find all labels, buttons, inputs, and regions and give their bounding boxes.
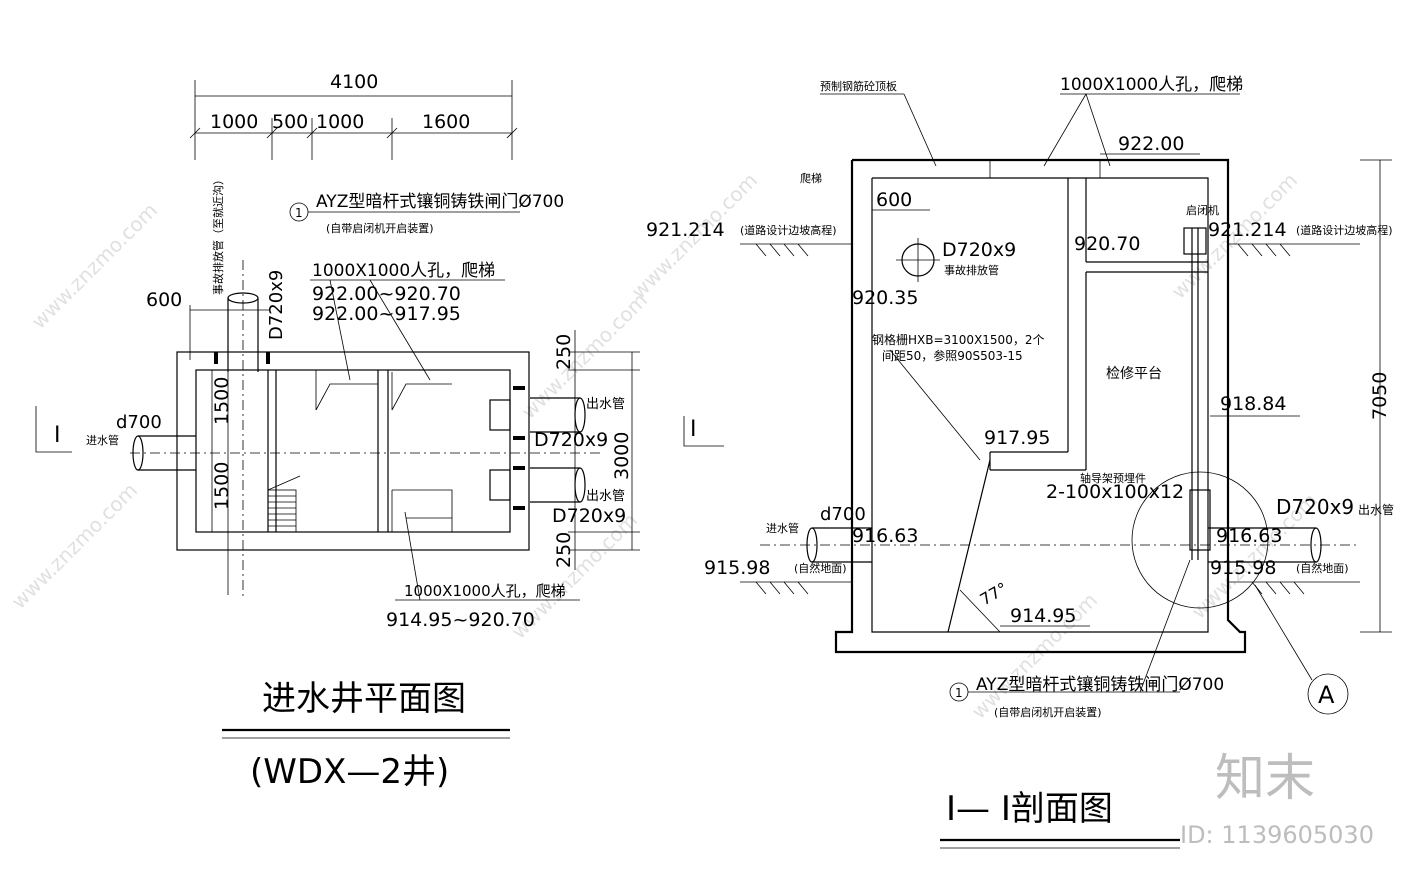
section-elev-road-l: 921.214 [646,219,725,241]
section-elev-step: 918.84 [1220,393,1286,415]
plan-dim-1500a: 1500 [211,377,233,425]
plan-manhole-top: 1000X1000人孔，爬梯 [312,261,495,281]
plan-inner-wall [195,369,511,533]
watermark-site-1: www.znzmo.com [27,198,163,334]
watermark-brand: 知末 [1215,749,1315,807]
section-platform-label: 检修平台 [1106,366,1162,382]
plan-emergency-label: 事故排放管（至就近沟） [211,174,225,295]
plan-dim-1500b: 1500 [211,462,233,510]
section-elev-bottom: 914.95 [1010,605,1076,627]
plan-dim-d700: d700 [116,412,162,433]
section-dim-7050: 7050 [1369,372,1391,420]
section-hoist-label: 启闭机 [1186,203,1219,217]
plan-gate-note: (自带启闭机开启装置) [326,221,434,235]
section-road-note-l: (道路设计边坡高程) [740,223,837,237]
section-manhole-label: 1000X1000人孔，爬梯 [1060,75,1243,95]
section-slab-label: 预制钢筋砼顶板 [820,79,897,93]
section-ladder-label: 爬梯 [800,172,822,185]
plan-callout-no: 1 [295,206,303,220]
section-outlet-label: 出水管 [1358,502,1394,517]
section-callout-no: 1 [955,686,963,700]
section-elev-ground-l: 915.98 [704,557,770,579]
plan-d720-a: D720x9 [534,429,608,451]
plan-subtitle: (WDX—2井) [250,752,449,792]
plan-view: 4100 1000 500 1000 1600 d700 进水管 事故排放管（至… [35,71,640,792]
section-elev-grate: 917.95 [984,427,1050,449]
section-road-note-r: (道路设计边坡高程) [1296,223,1393,237]
plan-inlet-label: 进水管 [86,433,119,447]
section-gate-label: AYZ型暗杆式镶铜铸铁闸门Ø700 [976,674,1224,695]
section-elev-inlet-r: 916.63 [1216,525,1282,547]
plan-dim-seg4: 1600 [422,111,470,133]
plan-dim-seg1: 1000 [210,111,258,133]
section-elev-platform: 920.70 [1074,233,1140,255]
section-ground-note-l: (自然地面) [794,561,847,575]
watermark-site-2: www.znzmo.com [7,478,143,614]
plan-outlet-1: 出水管 [586,397,625,412]
plan-outlet-2: 出水管 [586,489,625,504]
section-elev-top: 922.00 [1118,133,1184,155]
plan-outer-wall [176,351,530,551]
plan-dim-3000: 3000 [611,432,633,480]
section-inlet-label: 进水管 [766,521,799,535]
section-elev-pipe: 920.35 [852,287,918,309]
section-grating-label: 钢格栅HXB=3100X1500，2个 [872,332,1044,347]
plan-dim-seg3: 1000 [316,111,364,133]
plan-dim-250a: 250 [553,334,575,370]
plan-d720-vertical: D720x9 [266,270,287,340]
section-ground-note-r: (自然地面) [1296,561,1349,575]
plan-manhole-bottom: 1000X1000人孔，爬梯 [404,582,566,600]
plan-dim-600: 600 [146,289,182,311]
section-elev-inlet-l: 916.63 [852,525,918,547]
plan-elev-bottom: 914.95~920.70 [386,609,535,631]
section-d720-out: D720x9 [1276,495,1354,519]
plan-title: 进水井平面图 [262,679,466,719]
plan-elev-top1: 922.00~920.70 [312,283,461,305]
section-mark: I [690,417,697,442]
section-rail-label: 轴导架预埋件 [1080,471,1146,485]
section-gate-note: (自带启闭机开启装置) [994,705,1102,719]
section-rail-size: 2-100x100x12 [1046,481,1184,503]
section-d700: d700 [820,504,866,525]
section-elev-road-r: 921.214 [1208,219,1287,241]
plan-dim-seg2: 500 [272,111,308,133]
plan-elev-top2: 922.00~917.95 [312,303,461,325]
plan-gate-label: AYZ型暗杆式镶铜铸铁闸门Ø700 [316,191,564,212]
section-angle: 77° [977,579,1011,610]
plan-dim-total: 4100 [330,71,378,93]
section-grating-note: 间距50，参照90S503-15 [882,348,1023,363]
section-emergency-label: 事故排放管 [944,263,999,277]
plan-dim-250b: 250 [553,532,575,568]
section-view: 77° D720x9 事故排放管 600 d700 进水管 D720x9 出水管… [646,75,1394,849]
section-title: I— I剖面图 [946,789,1113,829]
section-detail-mark: A [1318,681,1335,709]
section-dim-600: 600 [876,189,912,211]
plan-d720-b: D720x9 [552,505,626,527]
watermark-id: ID: 1139605030 [1180,821,1374,849]
plan-section-mark: I [54,423,61,448]
section-d720-emergency: D720x9 [942,239,1016,261]
section-elev-ground-r: 915.98 [1210,557,1276,579]
